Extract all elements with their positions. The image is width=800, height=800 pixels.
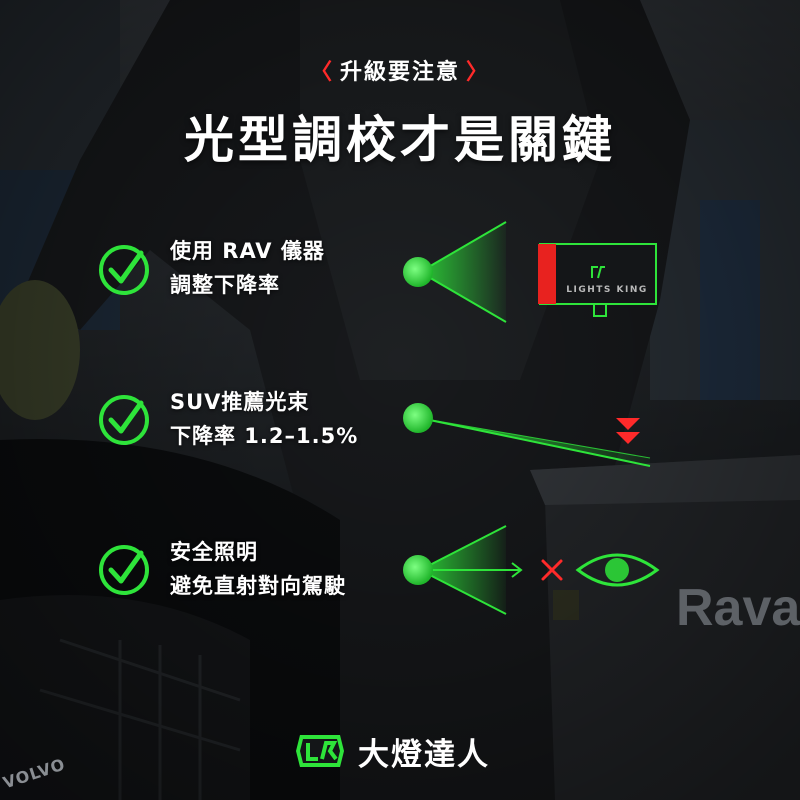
tip-3: 安全照明 避免直射對向駕駛 (170, 535, 346, 603)
kicker-close-bracket: 〉 (466, 60, 491, 85)
tip-3-line2: 避免直射對向駕駛 (170, 574, 346, 598)
machine-brand-text: Rava (676, 579, 800, 637)
tip-1-line2: 調整下降率 (170, 273, 280, 297)
check-circle-icon (99, 545, 149, 595)
kicker-open-bracket: 〈 (309, 60, 334, 85)
lamp-label: LIGHTS KING (566, 285, 648, 295)
brand-logo-icon (296, 735, 344, 767)
brand-name: 大燈達人 (358, 736, 490, 773)
page-title: 光型調校才是關鍵 (184, 111, 616, 169)
tip-2-line1: SUV推薦光束 (170, 390, 310, 414)
tip-2-line2: 下降率 1.2–1.5% (170, 424, 359, 448)
kicker-title: 〈升級要注意〉 (0, 54, 800, 86)
brand-footer: 大燈達人 (294, 728, 490, 774)
kicker-text: 升級要注意 (339, 60, 460, 85)
tip-1-line1: 使用 RAV 儀器 (170, 239, 325, 263)
check-circle-icon (99, 395, 149, 445)
tip-2: SUV推薦光束 下降率 1.2–1.5% (170, 385, 358, 453)
tip-1: 使用 RAV 儀器 調整下降率 (170, 234, 325, 302)
tip-3-line1: 安全照明 (170, 540, 258, 564)
check-circle-icon (99, 245, 149, 295)
